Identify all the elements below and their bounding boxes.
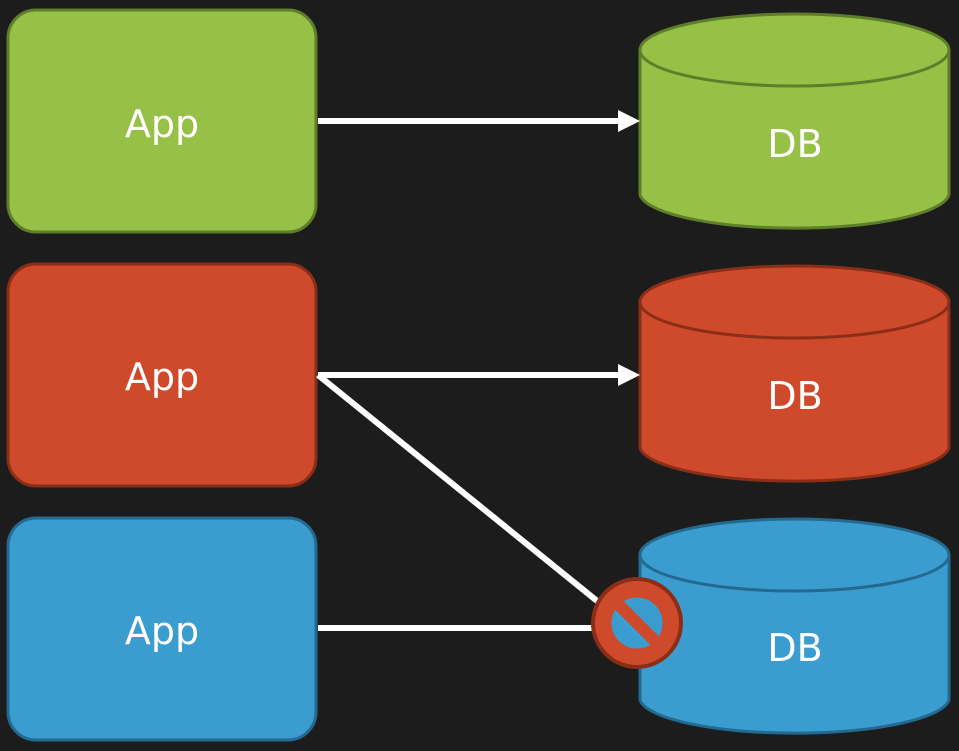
app-label-blue: App — [125, 609, 199, 653]
db-cylinder-green[interactable] — [638, 12, 951, 230]
app-box-green[interactable] — [6, 8, 318, 234]
row-red: App DB — [6, 262, 951, 488]
db-label-red: DB — [767, 374, 822, 418]
no-entry-icon — [591, 577, 683, 669]
row-blue: App DB — [6, 516, 951, 742]
db-cylinder-red[interactable] — [638, 264, 951, 483]
db-cylinder-blue[interactable] — [638, 517, 951, 735]
db-label-green: DB — [767, 122, 822, 166]
row-green: App DB — [6, 8, 951, 234]
arrowhead-red — [618, 364, 640, 386]
db-label-blue: DB — [767, 626, 822, 670]
app-label-red: App — [125, 355, 199, 399]
cross-connection-blocked — [316, 372, 683, 669]
app-box-blue[interactable] — [6, 516, 318, 742]
app-box-red[interactable] — [6, 262, 318, 488]
arrow-red-app-to-blue-db — [316, 372, 630, 629]
arrowhead-green — [618, 110, 640, 132]
app-label-green: App — [125, 102, 199, 146]
